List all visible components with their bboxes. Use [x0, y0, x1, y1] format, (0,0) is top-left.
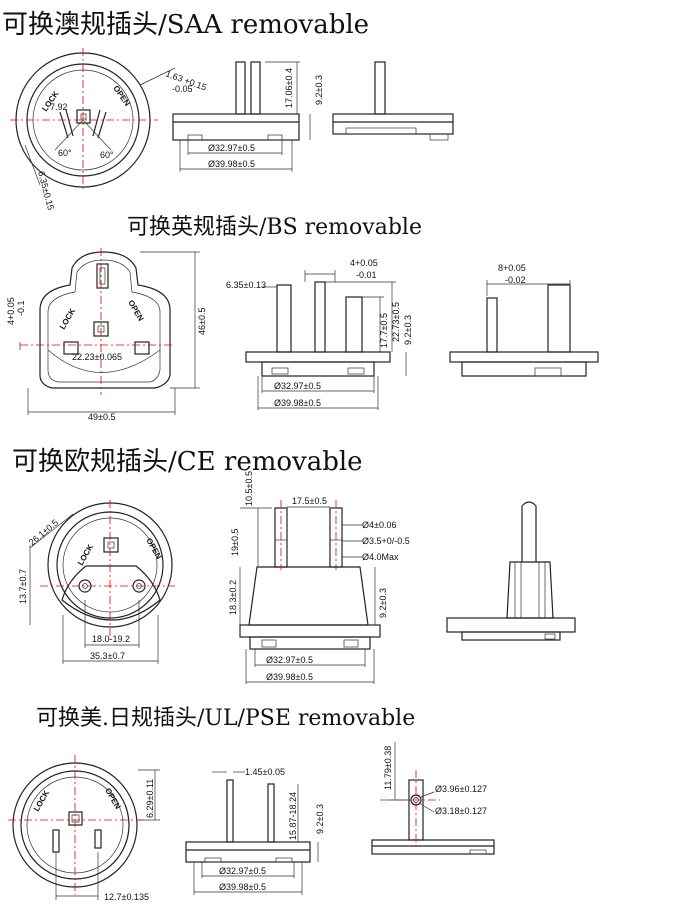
ce-dim-outer-dia: Ø39.98±0.5 — [266, 672, 313, 682]
ul-section-title: 可换美.日规插头/UL/PSE removable — [36, 706, 416, 731]
saa-dim-body-height: 9.2±0.3 — [314, 75, 324, 105]
saa-dim-outer-dia: Ø39.98±0.5 — [208, 159, 255, 169]
bs-dim-rear-pin-width: 8+0.05 — [498, 263, 526, 273]
saa-dim-pin-height: 17.06±0.4 — [284, 68, 294, 108]
saa-dim-angle-left: 60° — [58, 148, 72, 158]
bs-rear-view: 8+0.05 -0.02 — [449, 263, 599, 377]
bs-lock-label: LOCK — [58, 307, 77, 331]
ul-dim-hole-dia: Ø3.96±0.127 — [435, 784, 487, 794]
bs-dim-pin-width-tol: -0.1 — [16, 300, 26, 316]
saa-section-title: 可换澳规插头/SAA removable — [2, 10, 370, 40]
ul-dim-pin-spacing: 12.7±0.135 — [104, 892, 149, 902]
ce-dim-body-length: 18.3±0.2 — [228, 580, 238, 615]
saa-dim-pin-width-tol: -0.05 — [172, 84, 193, 94]
ce-rear-view — [446, 501, 576, 641]
ce-dim-pin-spacing-side: 17.5±0.5 — [292, 496, 327, 506]
saa-dim-pin-length: 6.35±0.15 — [36, 170, 56, 211]
ce-lock-label: LOCK — [76, 543, 95, 567]
ul-dim-pin-length: 15.87-18.24 — [288, 792, 298, 840]
ul-dim-pin-offset: 6.29±0.11 — [145, 779, 155, 818]
bs-dim-outer-dia: Ø39.98±0.5 — [274, 398, 321, 408]
ce-dim-inner-dia: Ø32.97±0.5 — [266, 655, 313, 665]
bs-dim-rear-pin-width-tol: -0.02 — [505, 275, 526, 285]
ce-dim-pin-offset: 13.7±0.7 — [18, 569, 28, 604]
saa-dim-inner-dia: Ø32.97±0.5 — [208, 143, 255, 153]
ce-dim-diagonal: 26.1±0.5 — [27, 517, 60, 547]
bs-dim-earth-height: 22.73±0.5 — [391, 302, 401, 342]
saa-side-view: Ø32.97±0.5 Ø39.98±0.5 17.06±0.4 9.2±0.3 — [172, 61, 324, 172]
bs-dim-pin-spacing: 22.23±0.065 — [72, 352, 122, 362]
ce-dim-pin-spacing: 18.0-19.2 — [92, 634, 130, 644]
bs-dim-width: 49±0.5 — [88, 412, 115, 422]
ul-front-view: LOCK OPEN 6.29±0.11 12.7±0.135 — [8, 755, 160, 902]
saa-front-view: LOCK OPEN 1.63 +0.15 -0.05 7.92 60° 60° … — [10, 48, 208, 211]
ul-dim-hole-dia-small: Ø3.18±0.127 — [435, 806, 487, 816]
saa-dim-angle-right: 60° — [100, 150, 114, 160]
saa-dim-pin-gap: 7.92 — [50, 102, 68, 112]
ul-dim-outer-dia: Ø39.98±0.5 — [219, 882, 266, 892]
ul-open-label: OPEN — [103, 787, 122, 811]
ul-lock-label: LOCK — [32, 789, 51, 813]
saa-rear-view — [332, 61, 454, 141]
ce-dim-body-height: 9.2±0.3 — [378, 588, 388, 618]
ul-side-view: 1.45±0.05 15.87-18.24 9.2±0.3 Ø32.97±0.5… — [185, 767, 325, 895]
ul-dim-inner-dia: Ø32.97±0.5 — [219, 866, 266, 876]
bs-dim-height: 46±0.5 — [197, 308, 207, 335]
ul-dim-body-height: 9.2±0.3 — [315, 804, 325, 834]
ul-rear-view: 11.79±0.38 Ø3.96±0.127 Ø3.18±0.127 — [371, 742, 495, 855]
bs-dim-earth-width-tol: -0.01 — [356, 270, 377, 280]
ce-dim-pin-length: 19±0.5 — [230, 529, 240, 556]
bs-dim-pin-height: 17.7±0.5 — [379, 313, 389, 348]
ce-front-view: LOCK OPEN 26.1±0.5 13.7±0.7 18.0-19.2 35… — [18, 500, 175, 664]
bs-section-title: 可换英规插头/BS removable — [127, 215, 422, 240]
ce-dim-width: 35.3±0.7 — [90, 651, 125, 661]
bs-dim-pin-thickness: 6.35±0.13 — [226, 280, 266, 290]
bs-dim-earth-width: 4+0.05 — [350, 258, 378, 268]
ul-dim-hole-offset: 11.79±0.38 — [383, 746, 393, 790]
bs-front-view: LOCK OPEN 4+0.05 -0.1 22.23±0.065 46±0.5… — [6, 248, 207, 422]
ce-dim-tip-dia: Ø3.5+0/-0.5 — [362, 536, 410, 546]
ce-dim-tip-length: 10.5±0.5 — [244, 471, 254, 506]
ul-dim-pin-thickness: 1.45±0.05 — [245, 767, 285, 777]
ce-dim-pin-dia: Ø4±0.06 — [362, 520, 396, 530]
bs-side-view: 4+0.05 -0.01 6.35±0.13 17.7±0.5 22.73±0.… — [226, 258, 413, 410]
bs-dim-body-height: 9.2±0.3 — [403, 315, 413, 345]
ce-side-view: 10.5±0.5 17.5±0.5 19±0.5 Ø4±0.06 Ø3.5+0/… — [228, 471, 410, 684]
bs-dim-inner-dia: Ø32.97±0.5 — [274, 381, 321, 391]
ce-section-title: 可换欧规插头/CE removable — [12, 447, 363, 477]
bs-dim-pin-width: 4+0.05 — [6, 297, 16, 325]
bs-open-label: OPEN — [126, 299, 145, 323]
ce-dim-max-dia: Ø4.0Max — [362, 552, 399, 562]
